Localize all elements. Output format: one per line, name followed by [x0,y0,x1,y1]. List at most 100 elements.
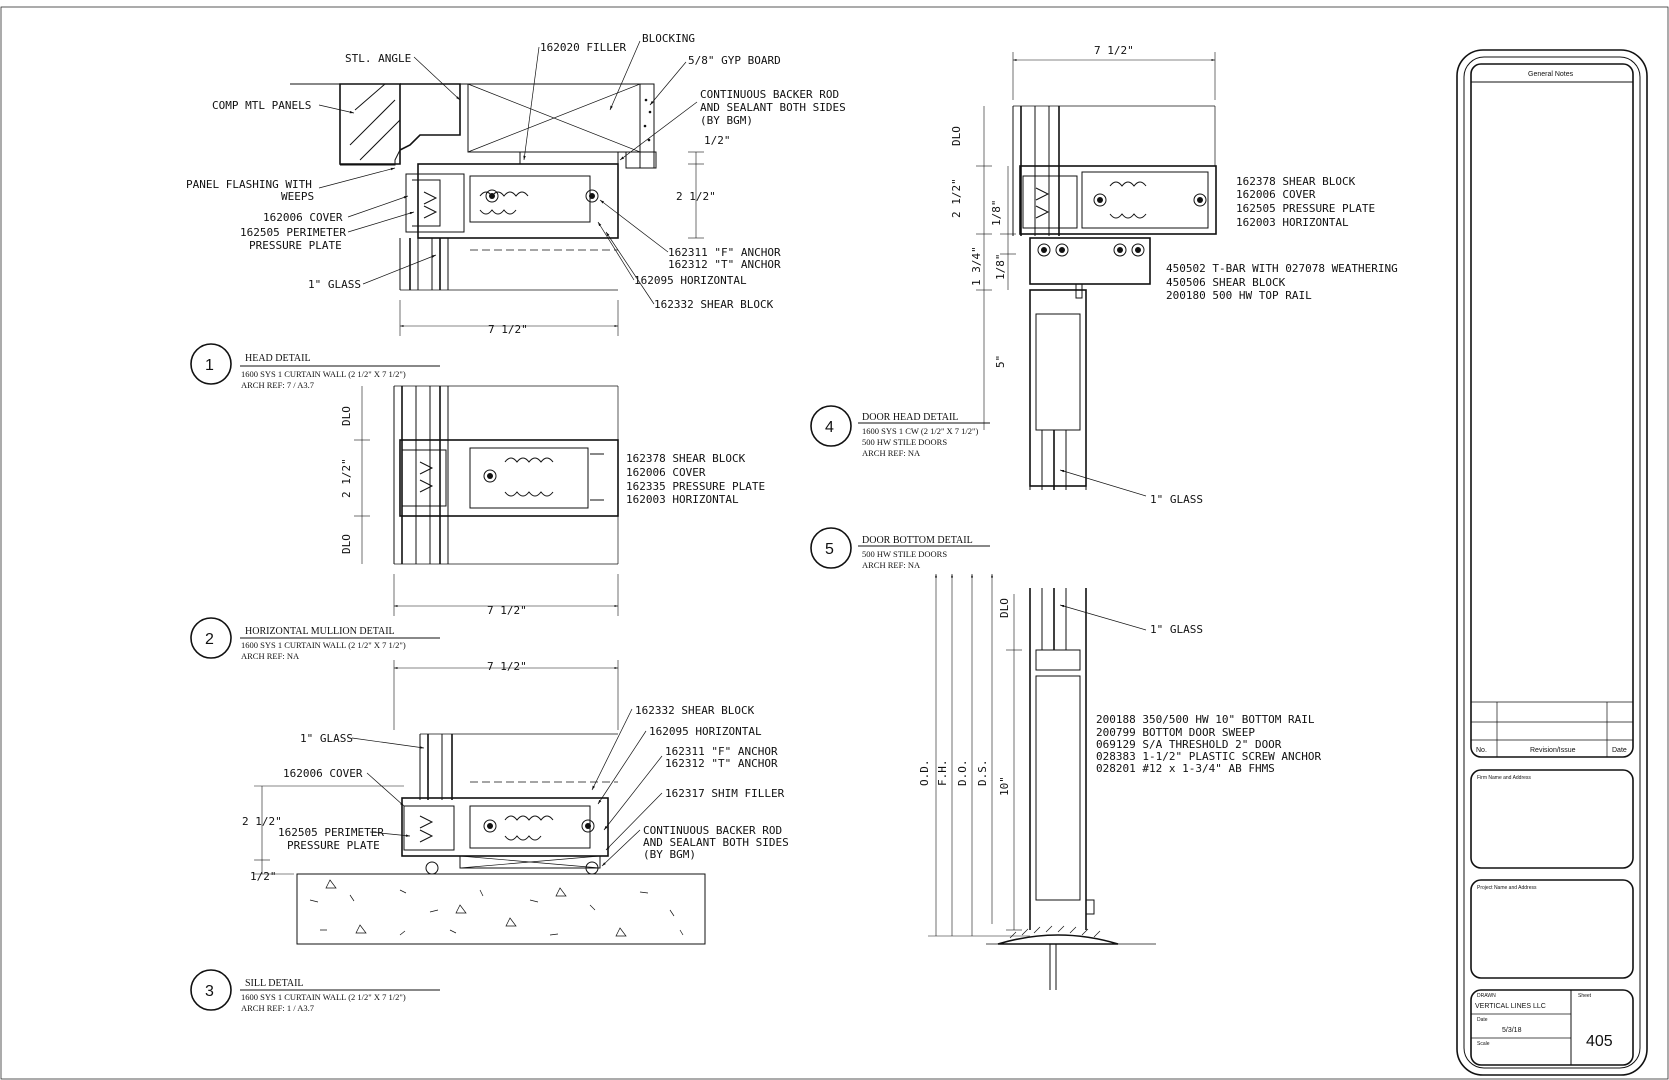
detail-1-callout [190,343,440,385]
door-head-label-3: 162505 PRESSURE PLATE [1236,202,1375,215]
sill-label-backer-2: AND SEALANT BOTH SIDES [643,836,789,849]
label-perimeter-2: PRESSURE PLATE [249,239,342,252]
label-cover: 162006 COVER [263,211,343,224]
detail-1-line3: ARCH REF: 7 / A3.7 [241,380,314,390]
door-bottom-label-3: 069129 S/A THRESHOLD 2" DOOR [1096,738,1282,751]
detail-5-callout [810,527,990,569]
general-notes-label: General Notes [1528,71,1574,78]
firm-label: Firm Name and Address [1477,775,1531,781]
door-bottom-dlo: DLO [998,598,1011,618]
mullion-label-1: 162378 SHEAR BLOCK [626,452,746,465]
dim-width: 7 1/2" [488,323,528,336]
detail-2-title: HORIZONTAL MULLION DETAIL [245,626,395,637]
revision-date-label: Date [1612,747,1627,754]
sill-label-shim: 162317 SHIM FILLER [665,787,785,800]
label-flashing-2: WEEPS [281,190,314,203]
door-bottom-do: D.O. [956,760,969,787]
mullion-dim-width: 7 1/2" [487,604,527,617]
sill-label-perimeter-2: PRESSURE PLATE [287,839,380,852]
door-bottom-label-4: 028383 1-1/2" PLASTIC SCREW ANCHOR [1096,750,1322,763]
label-blocking: BLOCKING [642,32,695,45]
mullion-dlo-top: DLO [340,406,353,426]
sill-label-backer-1: CONTINUOUS BACKER ROD [643,824,782,837]
detail-2-callout [190,617,440,659]
sill-label-cover: 162006 COVER [283,767,363,780]
drawn-label: DRAWN [1477,993,1496,999]
dim-half: 1/2" [704,134,731,147]
sill-label-backer-3: (BY BGM) [643,848,696,861]
door-head-dim-width: 7 1/2" [1094,44,1134,57]
date-value: 5/3/18 [1502,1027,1522,1034]
door-head-label-4: 162003 HORIZONTAL [1236,216,1349,229]
sheet-number: 405 [1586,1033,1613,1050]
detail-2-line2: 1600 SYS 1 CURTAIN WALL (2 1/2" X 7 1/2"… [241,640,406,650]
mullion-dim-2-half: 2 1/2" [340,458,353,498]
door-bottom-dim-10: 10" [998,776,1011,796]
door-head-dim-2-half: 2 1/2" [950,178,963,218]
revision-issue-label: Revision/Issue [1530,747,1576,754]
mullion-label-4: 162003 HORIZONTAL [626,493,739,506]
door-head-tbar-1: 450502 T-BAR WITH 027078 WEATHERING [1166,262,1398,275]
door-bottom-label-1: 200188 350/500 HW 10" BOTTOM RAIL [1096,713,1315,726]
sill-label-shear: 162332 SHEAR BLOCK [635,704,755,717]
detail-1-line2: 1600 SYS 1 CURTAIN WALL (2 1/2" X 7 1/2"… [241,369,406,379]
detail-4-number: 4 [825,419,834,436]
revision-no-label: No. [1476,747,1487,754]
mullion-dlo-bottom: DLO [340,534,353,554]
door-head-dim-1-8-a: 1/8" [990,200,1003,227]
detail-3-title: SILL DETAIL [245,978,304,989]
door-bottom-drawing [928,574,1156,990]
label-stl-angle: STL. ANGLE [345,52,411,65]
date-label: Date [1477,1017,1488,1023]
mullion-label-2: 162006 COVER [626,466,706,479]
sill-label-glass: 1" GLASS [300,732,353,745]
door-head-drawing [976,52,1217,497]
door-bottom-fh: F.H. [936,760,949,787]
detail-4-line4: ARCH REF: NA [862,448,921,458]
door-bottom-ds: D.S. [976,760,989,787]
mullion-detail-drawing [354,385,619,616]
detail-4-line2: 1600 SYS 1 CW (2 1/2" X 7 1/2") [862,426,979,436]
title-block [1456,49,1648,1076]
door-head-dim-5: 5" [994,355,1007,368]
detail-3-number: 3 [205,983,214,1000]
detail-1-title: HEAD DETAIL [245,353,311,364]
detail-4-line3: 500 HW STILE DOORS [862,437,947,447]
label-backer-3: (BY BGM) [700,114,753,127]
door-bottom-glass: 1" GLASS [1150,623,1203,636]
detail-1-number: 1 [205,357,214,374]
door-bottom-od: O.D. [918,760,931,787]
scale-label: Scale [1477,1041,1490,1047]
detail-5-line3: ARCH REF: NA [862,560,921,570]
sill-label-perimeter-1: 162505 PERIMETER [278,826,384,839]
sill-label-f-anchor: 162311 "F" ANCHOR [665,745,778,758]
sill-label-horizontal: 162095 HORIZONTAL [649,725,762,738]
mullion-label-3: 162335 PRESSURE PLATE [626,480,765,493]
door-bottom-label-5: 028201 #12 x 1-3/4" AB FHMS [1096,762,1275,775]
detail-3-callout [190,969,440,1011]
detail-5-title: DOOR BOTTOM DETAIL [862,535,973,546]
door-head-label-2: 162006 COVER [1236,188,1316,201]
label-backer-1: CONTINUOUS BACKER ROD [700,88,839,101]
label-horizontal: 162095 HORIZONTAL [634,274,747,287]
sill-dim-2-half: 2 1/2" [242,815,282,828]
door-head-glass: 1" GLASS [1150,493,1203,506]
label-gyp-board: 5/8" GYP BOARD [688,54,781,67]
door-head-dlo: DLO [950,126,963,146]
label-f-anchor: 162311 "F" ANCHOR [668,246,781,259]
sill-detail-drawing [254,660,706,945]
detail-4-title: DOOR HEAD DETAIL [862,412,958,423]
sheet-border [0,6,1669,1080]
label-glass: 1" GLASS [308,278,361,291]
detail-5-line2: 500 HW STILE DOORS [862,549,947,559]
dim-2-half: 2 1/2" [676,190,716,203]
detail-3-line3: ARCH REF: 1 / A3.7 [241,1003,314,1013]
detail-2-line3: ARCH REF: NA [241,651,300,661]
door-head-dim-1-3-4: 1 3/4" [970,246,983,286]
project-label: Project Name and Address [1477,885,1537,891]
door-head-tbar-2: 450506 SHEAR BLOCK [1166,276,1286,289]
door-head-dim-1-8-b: 1/8" [994,254,1007,281]
label-shear-block: 162332 SHEAR BLOCK [654,298,774,311]
label-filler: 162020 FILLER [540,41,626,54]
